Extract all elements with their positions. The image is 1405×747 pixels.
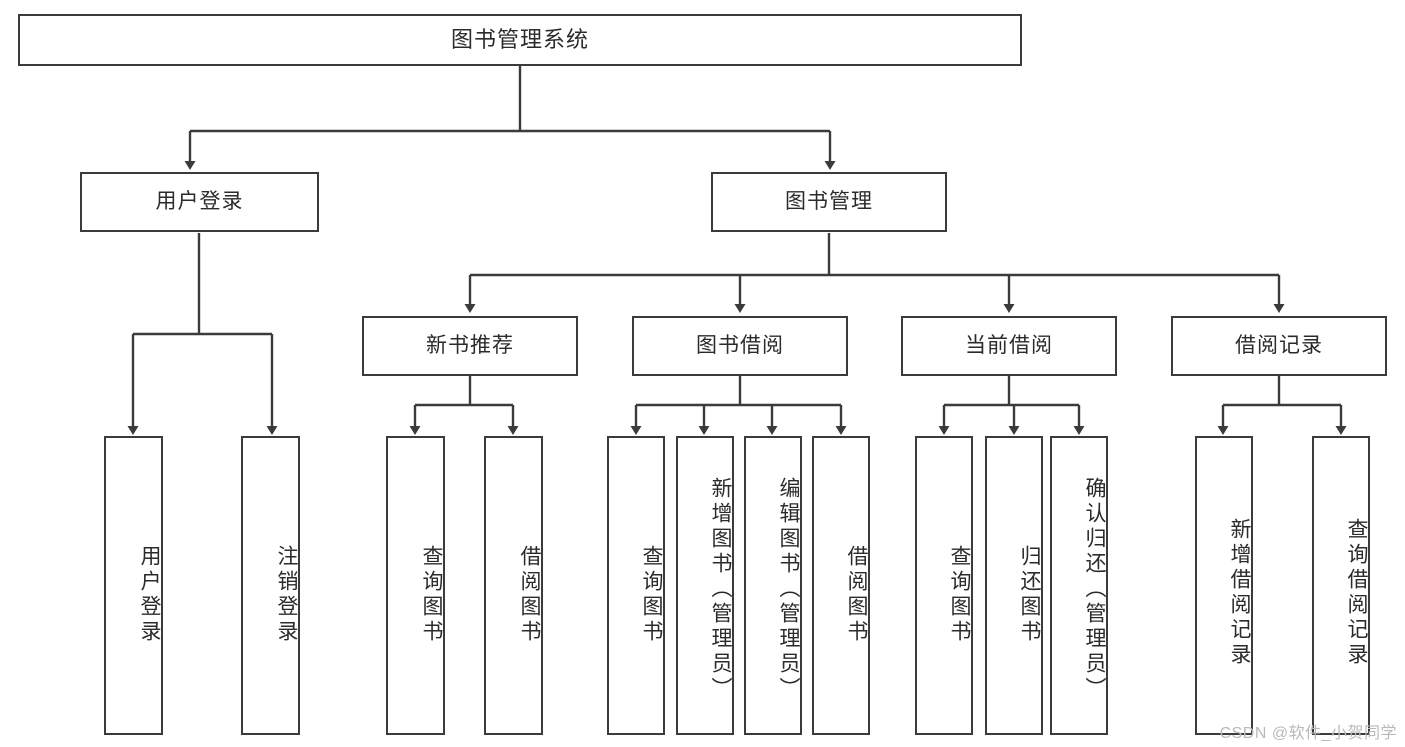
leaf-logout-login[interactable]: 注销登录 <box>241 436 300 735</box>
node-current-borrow[interactable]: 当前借阅 <box>901 316 1117 376</box>
leaf-label: 查询图书 <box>640 544 663 645</box>
leaf-query-book-recommend[interactable]: 查询图书 <box>386 436 445 735</box>
leaf-label: 查询借阅记录 <box>1345 517 1368 668</box>
leaf-confirm-return[interactable]: 确认归还（管理员） <box>1050 436 1108 735</box>
leaf-label: 借阅图书 <box>518 544 541 645</box>
node-book-borrow[interactable]: 图书借阅 <box>632 316 848 376</box>
node-borrow-record[interactable]: 借阅记录 <box>1171 316 1387 376</box>
leaf-add-borrow-record[interactable]: 新增借阅记录 <box>1195 436 1253 735</box>
leaf-borrow-book-recommend[interactable]: 借阅图书 <box>484 436 543 735</box>
leaf-label: 注销登录 <box>275 544 298 645</box>
leaf-label: 查询图书 <box>948 544 971 645</box>
node-root-system[interactable]: 图书管理系统 <box>18 14 1022 66</box>
leaf-query-book-current[interactable]: 查询图书 <box>915 436 973 735</box>
csdn-watermark: CSDN @软件_小贺同学 <box>1219 725 1397 742</box>
leaf-edit-book[interactable]: 编辑图书（管理员） <box>744 436 802 735</box>
leaf-label: 归还图书 <box>1018 544 1041 645</box>
node-user-login[interactable]: 用户登录 <box>80 172 319 232</box>
node-book-management[interactable]: 图书管理 <box>711 172 947 232</box>
leaf-query-book-borrow[interactable]: 查询图书 <box>607 436 665 735</box>
leaf-return-book[interactable]: 归还图书 <box>985 436 1043 735</box>
leaf-user-login[interactable]: 用户登录 <box>104 436 163 735</box>
leaf-label: 编辑图书（管理员） <box>777 477 800 702</box>
leaf-label: 查询图书 <box>420 544 443 645</box>
leaf-label: 借阅图书 <box>845 544 868 645</box>
leaf-label: 用户登录 <box>138 544 161 645</box>
node-new-book-recommend[interactable]: 新书推荐 <box>362 316 578 376</box>
leaf-label: 新增借阅记录 <box>1228 517 1251 668</box>
leaf-label: 新增图书（管理员） <box>709 477 732 702</box>
leaf-borrow-book-borrow[interactable]: 借阅图书 <box>812 436 870 735</box>
leaf-label: 确认归还（管理员） <box>1083 477 1106 702</box>
leaf-add-book[interactable]: 新增图书（管理员） <box>676 436 734 735</box>
leaf-query-borrow-record[interactable]: 查询借阅记录 <box>1312 436 1370 735</box>
